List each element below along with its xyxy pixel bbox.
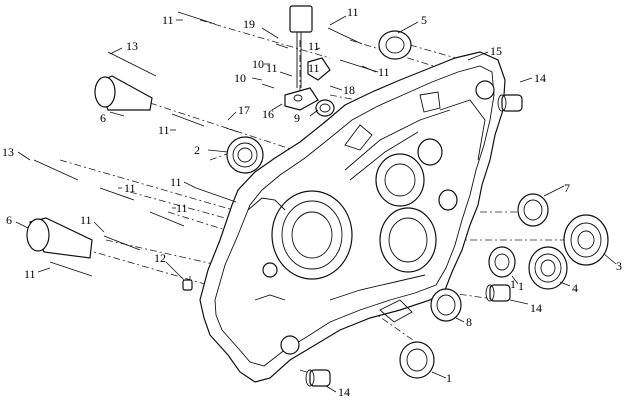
callout-6: 6 (6, 213, 12, 227)
bearing-1-bottom (399, 341, 435, 379)
callout-14: 14 (534, 71, 546, 85)
callout-11: 11 (308, 61, 320, 75)
callout-1: 1 (510, 277, 516, 291)
dowel-14-bottom (305, 369, 331, 387)
callout-13: 13 (2, 145, 14, 159)
callout-17: 17 (238, 103, 250, 117)
callout-4: 4 (572, 281, 578, 295)
connector-19 (289, 5, 313, 88)
seal-5 (378, 30, 412, 60)
callout-2: 2 (194, 143, 200, 157)
callout-12: 12 (154, 251, 166, 265)
callout-6: 6 (100, 111, 106, 125)
callout-18: 18 (343, 83, 355, 97)
seal-8 (430, 288, 462, 322)
callout-14: 14 (530, 301, 542, 315)
callout-11: 11 (176, 201, 188, 215)
callout-13: 13 (126, 39, 138, 53)
leader-lines (15, 15, 617, 393)
bearing-1-right (488, 246, 516, 278)
washer-9 (315, 99, 335, 117)
bearing-3 (563, 214, 609, 266)
callout-11: 11 (308, 39, 320, 53)
sensor-16 (284, 87, 319, 111)
callout-16: 16 (262, 107, 274, 121)
crankcase-half (199, 51, 506, 383)
clamp-18 (307, 57, 331, 81)
plug-12 (182, 279, 193, 291)
oil-pipe-6-bottom (26, 217, 93, 259)
callout-11: 11 (266, 61, 278, 75)
oil-pipe-6-top (94, 75, 153, 111)
bearing-2 (226, 136, 264, 174)
seal-7 (517, 193, 549, 227)
callout-11: 11 (158, 123, 170, 137)
callout-1: 1 (518, 279, 524, 293)
callout-11: 11 (347, 5, 359, 19)
callout-15: 15 (490, 44, 502, 58)
callout-14: 14 (338, 385, 350, 399)
bolts (33, 11, 379, 277)
callout-8: 8 (466, 315, 472, 329)
callout-1: 1 (446, 371, 452, 385)
callout-19: 19 (243, 17, 255, 31)
callout-11: 11 (378, 65, 390, 79)
callout-3: 3 (616, 259, 622, 273)
callout-9: 9 (294, 111, 300, 125)
callout-7: 7 (564, 181, 570, 195)
callout-11: 11 (162, 13, 174, 27)
callout-11: 11 (24, 267, 36, 281)
callout-11: 11 (80, 213, 92, 227)
callout-10: 10 (234, 71, 246, 85)
dowel-14-top (497, 94, 523, 112)
dowel-14-mid (485, 284, 511, 302)
callout-5: 5 (421, 13, 427, 27)
callout-11: 11 (170, 175, 182, 189)
callout-11: 11 (124, 181, 136, 195)
callout-10: 10 (252, 57, 264, 71)
bearing-4 (528, 246, 568, 290)
callout-labels: 11 19 11 5 13 11 11 15 10 10 18 14 6 16 … (2, 5, 622, 399)
